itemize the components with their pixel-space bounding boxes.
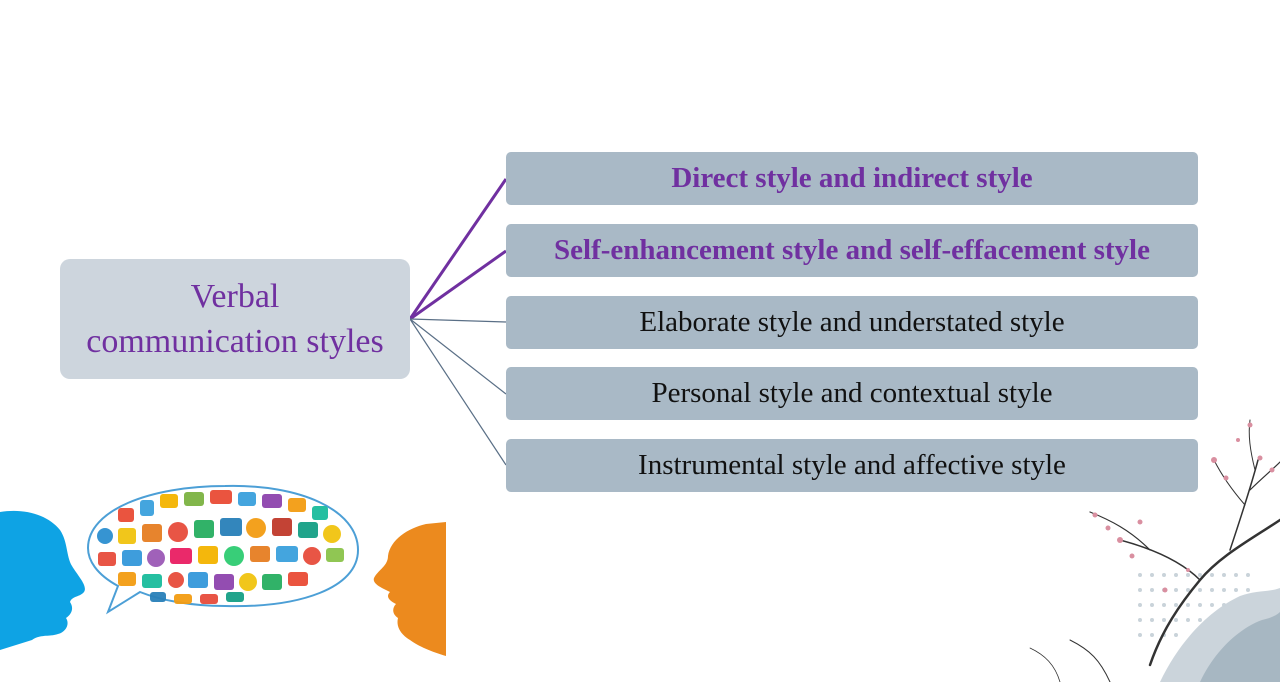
connector-5 bbox=[409, 318, 507, 466]
branch-self-enhancement-effacement: Self-enhancement style and self-effaceme… bbox=[506, 224, 1198, 277]
branch-personal-contextual: Personal style and contextual style bbox=[506, 367, 1198, 420]
root-label-line-1: Verbal bbox=[190, 278, 280, 315]
root-label-line-2: communication styles bbox=[86, 323, 384, 360]
root-node: Verbal communication styles bbox=[60, 259, 410, 379]
connector-2 bbox=[409, 249, 507, 321]
icon-cloud bbox=[97, 490, 344, 604]
left-head-silhouette-icon bbox=[0, 510, 85, 650]
right-head-silhouette-icon bbox=[373, 522, 446, 656]
branch-elaborate-understated: Elaborate style and understated style bbox=[506, 296, 1198, 349]
plum-blossoms bbox=[1092, 422, 1275, 593]
connector-4 bbox=[409, 318, 507, 395]
branch-direct-indirect: Direct style and indirect style bbox=[506, 152, 1198, 205]
connector-3 bbox=[409, 318, 507, 323]
connector-1 bbox=[408, 178, 508, 320]
branch-instrumental-affective: Instrumental style and affective style bbox=[506, 439, 1198, 492]
